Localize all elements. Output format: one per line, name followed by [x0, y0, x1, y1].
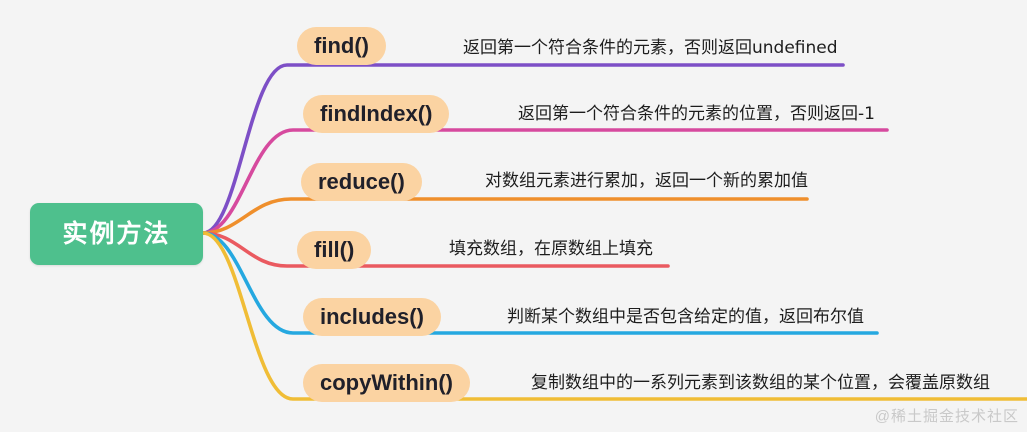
branch-edge-includes: [201, 231, 879, 335]
branch-description-reduce: 对数组元素进行累加，返回一个新的累加值: [485, 171, 808, 191]
branch-node-label-copyWithin: copyWithin(): [320, 370, 453, 395]
branch-edge-reduce: [201, 197, 809, 235]
branch-node-label-fill: fill(): [314, 237, 355, 262]
branch-edge-copyWithin: [201, 231, 1027, 401]
branch-node-fill[interactable]: fill(): [297, 231, 372, 269]
branch-description-copyWithin: 复制数组中的一系列元素到该数组的某个位置，会覆盖原数组: [531, 373, 990, 393]
branch-node-label-findIndex: findIndex(): [320, 101, 433, 126]
branch-node-reduce[interactable]: reduce(): [301, 163, 422, 201]
branch-description-includes: 判断某个数组中是否包含给定的值，返回布尔值: [507, 307, 864, 327]
branch-node-copyWithin[interactable]: copyWithin(): [303, 364, 470, 402]
root-node[interactable]: 实例方法: [30, 203, 203, 265]
branch-node-includes[interactable]: includes(): [303, 298, 441, 336]
branch-node-label-reduce: reduce(): [318, 169, 405, 194]
branch-description-fill: 填充数组，在原数组上填充: [449, 239, 653, 259]
branch-edge-find: [201, 63, 845, 235]
branch-node-find[interactable]: find(): [297, 27, 386, 65]
branch-node-label-includes: includes(): [320, 304, 424, 329]
branch-description-find: 返回第一个符合条件的元素，否则返回undefined: [463, 38, 838, 58]
root-node-label: 实例方法: [62, 219, 171, 248]
watermark: @稀土掘金技术社区: [874, 408, 1019, 425]
branch-node-findIndex[interactable]: findIndex(): [303, 95, 450, 133]
branch-edge-findIndex: [201, 128, 889, 235]
branch-description-findIndex: 返回第一个符合条件的元素的位置，否则返回-1: [518, 104, 875, 124]
branch-node-label-find: find(): [314, 33, 369, 58]
